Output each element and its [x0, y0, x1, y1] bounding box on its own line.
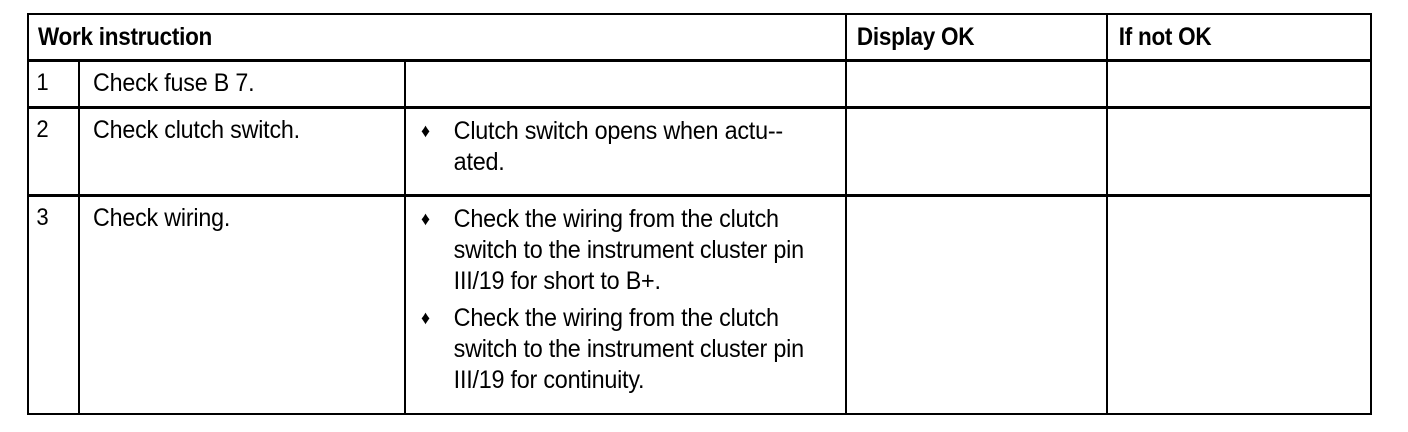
display-ok-cell[interactable] — [845, 59, 1108, 109]
column-header-if-not-ok-label: If not OK — [1118, 23, 1212, 51]
details-cell — [404, 59, 847, 109]
details-list: ♦ Check the wiring from the clutch switc… — [406, 197, 845, 405]
list-item-text: Check the wiring from the clutch switch … — [453, 205, 804, 295]
instruction-text: Check clutch switch. — [93, 116, 300, 144]
if-not-ok-cell[interactable] — [1106, 194, 1372, 415]
column-header-display-ok-label: Display OK — [856, 23, 975, 51]
list-item-text: Check the wiring from the clutch switch … — [453, 304, 804, 394]
step-number-cell: 2 — [27, 106, 80, 197]
details-cell: ♦ Clutch switch opens when actu-­ated. — [404, 106, 847, 197]
instruction-cell: Check wiring. — [78, 194, 406, 415]
list-item: ♦ Check the wiring from the clutch switc… — [406, 204, 811, 297]
table-header-row: Work instruction Display OK If not OK — [27, 13, 1372, 62]
details-list: ♦ Clutch switch opens when actu-­ated. — [406, 109, 845, 187]
column-header-work-instruction-label: Work instruction — [38, 23, 213, 51]
if-not-ok-cell[interactable] — [1106, 59, 1372, 109]
step-number-cell: 1 — [27, 59, 80, 109]
column-header-display-ok: Display OK — [845, 13, 1108, 62]
column-header-if-not-ok: If not OK — [1106, 13, 1372, 62]
table-row: 3 Check wiring. ♦ Check the wiring from … — [27, 194, 1372, 415]
diamond-bullet-icon: ♦ — [420, 308, 430, 329]
step-number: 3 — [36, 204, 49, 231]
instruction-text: Check fuse B 7. — [93, 69, 255, 97]
details-cell: ♦ Check the wiring from the clutch switc… — [404, 194, 847, 415]
step-number: 2 — [36, 116, 49, 143]
table-row: 2 Check clutch switch. ♦ Clutch switch o… — [27, 106, 1372, 197]
step-number: 1 — [36, 69, 49, 96]
list-item: ♦ Check the wiring from the clutch switc… — [406, 303, 811, 396]
list-item-text: Clutch switch opens when actu-­ated. — [453, 117, 784, 176]
display-ok-cell[interactable] — [845, 106, 1108, 197]
list-item: ♦ Clutch switch opens when actu-­ated. — [406, 116, 811, 178]
table-row: 1 Check fuse B 7. — [27, 59, 1372, 109]
diamond-bullet-icon: ♦ — [420, 209, 430, 230]
work-instruction-table: Work instruction Display OK If not OK 1 … — [27, 13, 1372, 415]
column-header-work-instruction: Work instruction — [27, 13, 847, 62]
diamond-bullet-icon: ♦ — [420, 121, 430, 142]
instruction-cell: Check clutch switch. — [78, 106, 406, 197]
step-number-cell: 3 — [27, 194, 80, 415]
if-not-ok-cell[interactable] — [1106, 106, 1372, 197]
instruction-text: Check wiring. — [93, 204, 231, 232]
display-ok-cell[interactable] — [845, 194, 1108, 415]
instruction-cell: Check fuse B 7. — [78, 59, 406, 109]
